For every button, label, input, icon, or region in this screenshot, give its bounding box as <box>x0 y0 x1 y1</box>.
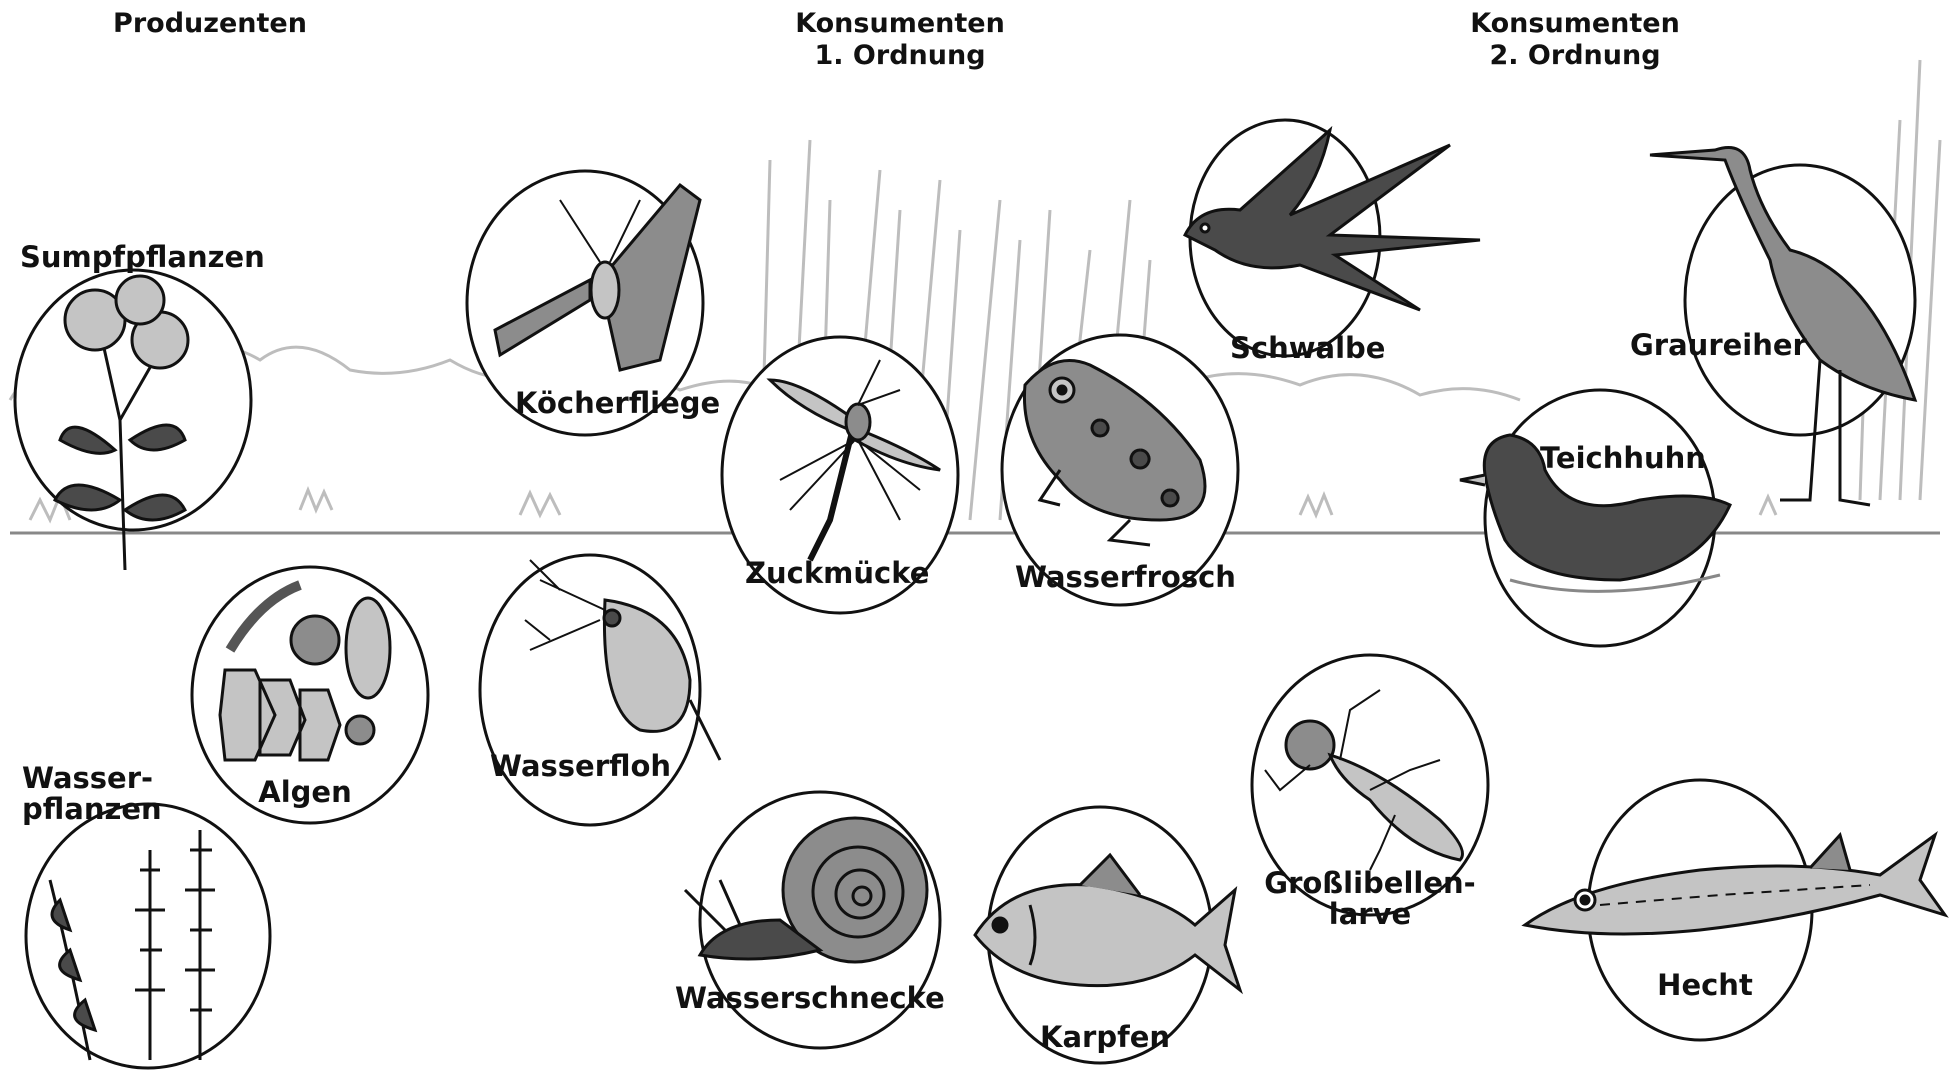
consumers-2-line1: Konsumenten <box>1445 8 1705 40</box>
label-sumpfpflanzen: Sumpfpflanzen <box>20 242 265 273</box>
label-wasserschnecke: Wasserschnecke <box>675 983 925 1014</box>
consumers-1-line2: 1. Ordnung <box>770 40 1030 72</box>
consumers-2-line2: 2. Ordnung <box>1445 40 1705 72</box>
label-grosslibellenlarve-line2: larve <box>1260 899 1480 930</box>
label-wasserpflanzen-line1: Wasser- <box>22 763 162 794</box>
producers-label: Produzenten <box>113 8 307 39</box>
schwalbe-group <box>1185 120 1480 356</box>
label-grosslibellenlarve-line1: Großlibellen- <box>1260 868 1480 899</box>
label-zuckmuecke: Zuckmücke <box>745 558 925 589</box>
label-karpfen: Karpfen <box>1040 1022 1170 1053</box>
teichhuhn-group <box>1460 390 1730 646</box>
label-wasserfloh: Wasserfloh <box>490 751 660 782</box>
label-schwalbe: Schwalbe <box>1230 333 1380 364</box>
column-heading-consumers-2: Konsumenten 2. Ordnung <box>1445 8 1705 72</box>
label-algen: Algen <box>250 777 360 808</box>
label-wasserpflanzen: Wasser- pflanzen <box>22 763 162 825</box>
label-graureiher: Graureiher <box>1630 330 1800 361</box>
consumers-1-line1: Konsumenten <box>770 8 1030 40</box>
wasserpflanzen-group <box>26 804 270 1068</box>
column-heading-consumers-1: Konsumenten 1. Ordnung <box>770 8 1030 72</box>
label-hecht: Hecht <box>1650 970 1760 1001</box>
sumpfpflanzen-group <box>15 270 251 570</box>
column-heading-producers: Produzenten <box>110 8 310 40</box>
label-teichhuhn: Teichhuhn <box>1540 443 1690 474</box>
label-wasserfrosch: Wasserfrosch <box>1015 562 1225 593</box>
label-koecherfliege: Köcherfliege <box>515 388 705 419</box>
label-wasserpflanzen-line2: pflanzen <box>22 794 162 825</box>
wasserfloh-group <box>480 555 720 825</box>
label-grosslibellenlarve: Großlibellen- larve <box>1260 868 1480 930</box>
